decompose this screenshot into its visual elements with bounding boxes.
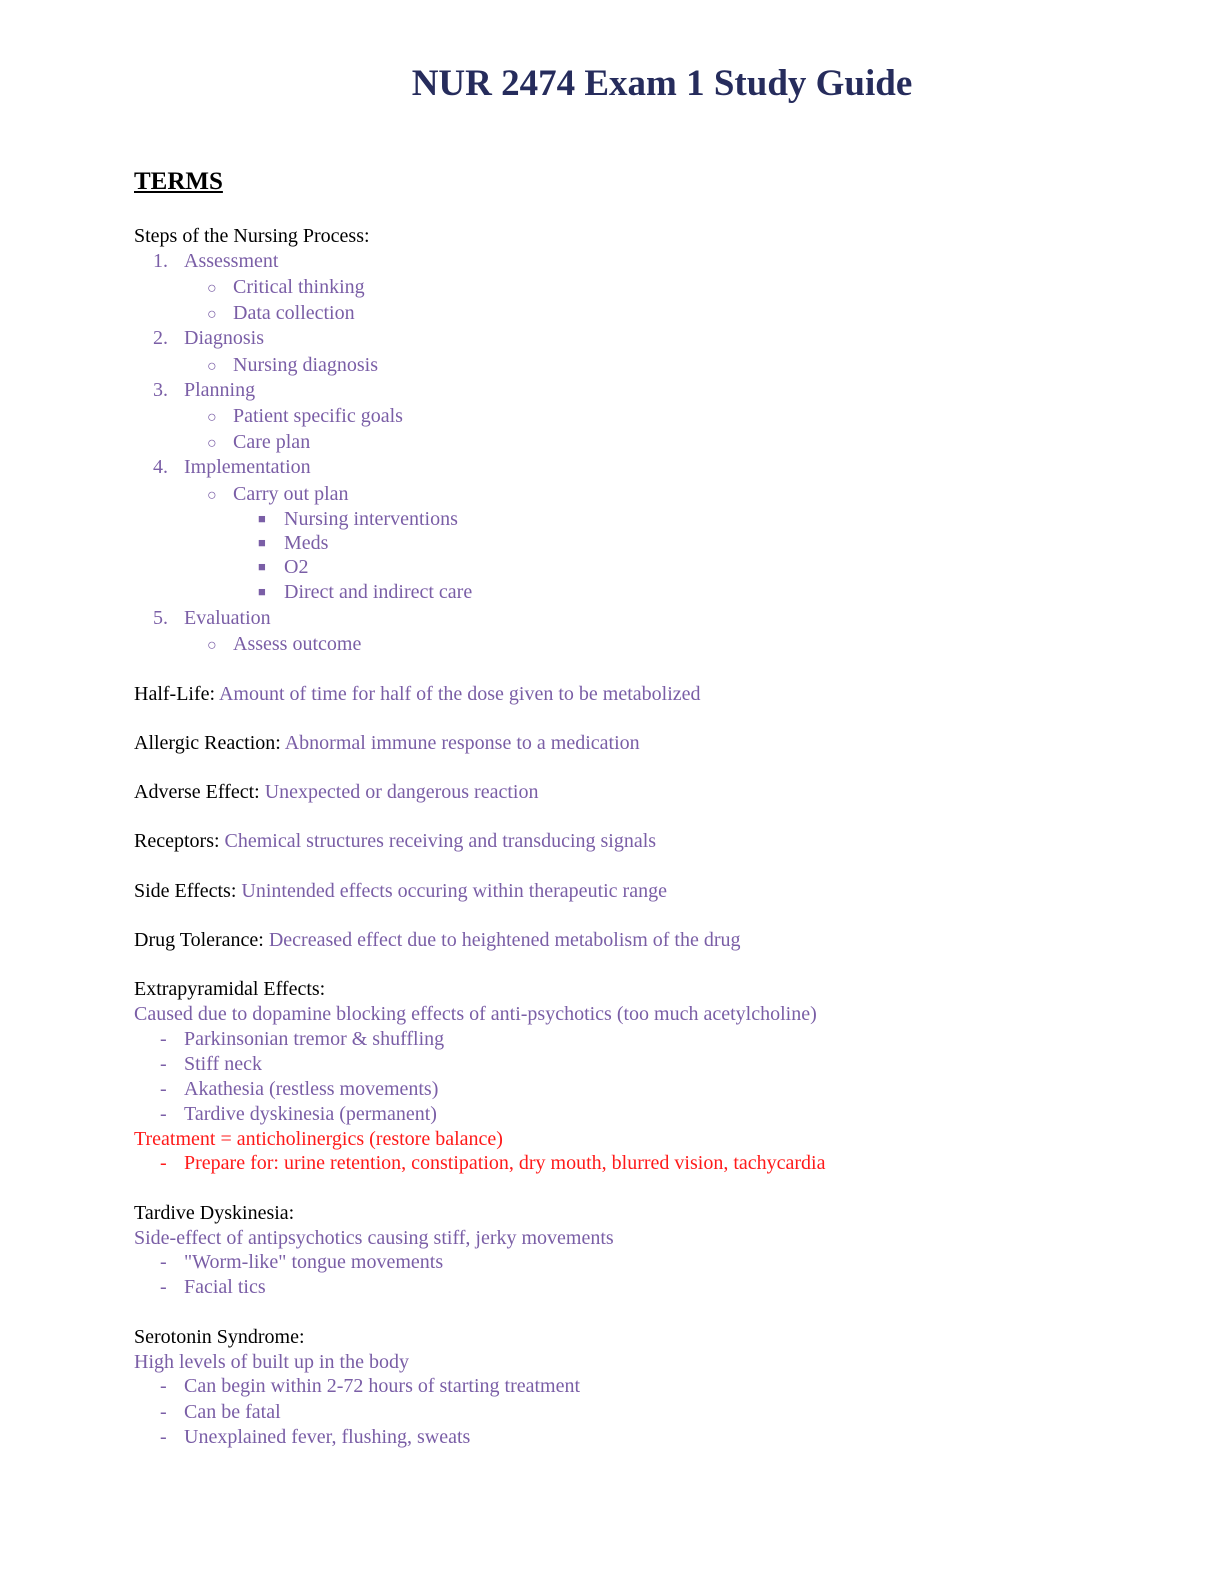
definition-drug-tolerance: Drug Tolerance: Decreased effect due to … (134, 929, 741, 951)
list-item: ■Direct and indirect care (258, 581, 473, 603)
definition-adverse-effect: Adverse Effect: Unexpected or dangerous … (134, 781, 539, 803)
list-item: -Can be fatal (160, 1401, 281, 1423)
extrapyramidal-term: Extrapyramidal Effects: (134, 978, 326, 1000)
circle-bullet-icon: ○ (207, 306, 217, 323)
list-item: -Can begin within 2-72 hours of starting… (160, 1375, 581, 1397)
square-bullet-icon: ■ (258, 559, 266, 574)
list-item: ○Assess outcome (207, 632, 361, 658)
square-bullet-icon: ■ (258, 584, 266, 599)
tardive-term: Tardive Dyskinesia: (134, 1202, 295, 1224)
list-item: ○Carry out plan (207, 482, 349, 508)
extrapyramidal-description: Caused due to dopamine blocking effects … (134, 1003, 817, 1025)
list-item: ○Patient specific goals (207, 404, 403, 430)
list-item: ○Care plan (207, 430, 310, 456)
list-item: 3.Planning (153, 379, 256, 401)
square-bullet-icon: ■ (258, 535, 266, 550)
list-item: -Akathesia (restless movements) (160, 1078, 439, 1100)
list-item: ○Nursing diagnosis (207, 353, 378, 379)
list-item: -"Worm-like" tongue movements (160, 1251, 444, 1273)
definition-receptors: Receptors: Chemical structures receiving… (134, 830, 657, 852)
list-item: 4.Implementation (153, 456, 311, 478)
list-item: 2.Diagnosis (153, 327, 264, 349)
list-item: ■Nursing interventions (258, 508, 458, 530)
list-item: -Parkinsonian tremor & shuffling (160, 1028, 445, 1050)
definition-side-effects: Side Effects: Unintended effects occurin… (134, 880, 667, 902)
list-item: ■Meds (258, 532, 329, 554)
list-item: ○Critical thinking (207, 275, 365, 301)
circle-bullet-icon: ○ (207, 280, 217, 297)
list-item: 5.Evaluation (153, 607, 271, 629)
circle-bullet-icon: ○ (207, 637, 217, 654)
list-item: -Unexplained fever, flushing, sweats (160, 1426, 471, 1448)
list-item: 1.Assessment (153, 250, 279, 272)
circle-bullet-icon: ○ (207, 487, 217, 504)
list-item: -Stiff neck (160, 1053, 262, 1075)
definition-half-life: Half-Life: Amount of time for half of th… (134, 683, 701, 705)
list-item: -Tardive dyskinesia (permanent) (160, 1103, 437, 1125)
serotonin-term: Serotonin Syndrome: (134, 1326, 305, 1348)
section-heading-terms: TERMS (134, 168, 223, 195)
page-title: NUR 2474 Exam 1 Study Guide (411, 63, 913, 104)
circle-bullet-icon: ○ (207, 435, 217, 452)
list-item: ■O2 (258, 556, 309, 578)
circle-bullet-icon: ○ (207, 358, 217, 375)
circle-bullet-icon: ○ (207, 409, 217, 426)
list-item: -Facial tics (160, 1276, 266, 1298)
square-bullet-icon: ■ (258, 511, 266, 526)
serotonin-description: High levels of built up in the body (134, 1351, 409, 1373)
tardive-description: Side-effect of antipsychotics causing st… (134, 1227, 614, 1249)
list-item: ○Data collection (207, 301, 355, 327)
nursing-process-label: Steps of the Nursing Process: (134, 225, 370, 247)
extrapyramidal-treatment: Treatment = anticholinergics (restore ba… (134, 1128, 503, 1150)
extrapyramidal-prepare: -Prepare for: urine retention, constipat… (160, 1152, 826, 1174)
definition-allergic-reaction: Allergic Reaction: Abnormal immune respo… (134, 732, 640, 754)
